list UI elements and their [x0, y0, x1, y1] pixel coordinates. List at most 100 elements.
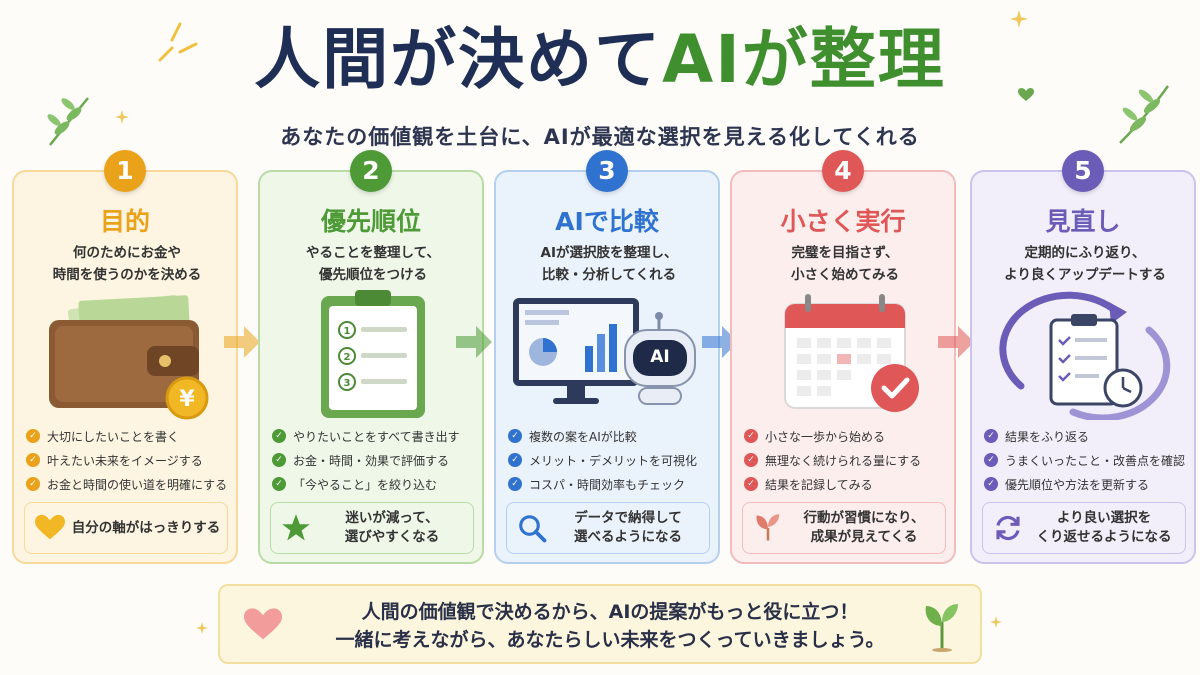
title-part1: 人間が決めて: [254, 21, 663, 98]
wallet-yen-icon: ¥: [27, 290, 227, 420]
check-icon: ✓: [744, 477, 758, 491]
step-title: 目的: [99, 207, 150, 236]
step-checklist: ✓ 複数の案をAIが比較 ✓メリット・デメリットを可視化 ✓ コスパ・時間効率もチェック: [508, 424, 720, 496]
step-result-line: くり返せるようになる: [1036, 529, 1172, 545]
next-arrow-icon: [702, 326, 738, 358]
next-arrow-icon: [224, 326, 260, 358]
checklist-text: お金・時間・効果で評価する: [293, 453, 450, 468]
checklist-text: 結果を記録してみる: [765, 477, 873, 492]
checklist-text: 複数の案をAIが比較: [529, 429, 637, 444]
checklist-item: ✓ やりたいことをすべて書き出す: [272, 424, 484, 448]
sprout-icon: [925, 604, 958, 652]
step-description-line: 優先順位をつける: [319, 267, 427, 283]
step-result-text: 迷いが減って、選びやすくなる: [311, 509, 473, 547]
sparkle-star-bottom-left-icon: [196, 622, 208, 634]
step-result: より良い選択をくり返せるようになる: [982, 502, 1186, 554]
banner-message: 人間の価値観で決めるから、AIの提案がもっと役に立つ！ 一緒に考えながら、あなた…: [310, 598, 910, 654]
checklist-text: 「今やること」を絞り込む: [293, 477, 438, 492]
step-card-purpose: 目的何のためにお金や時間を使うのかを決める¥✓大切にしたいことを書く✓叶えたい未…: [12, 170, 238, 564]
step-description-line: AIが選択肢を整理し、: [540, 245, 678, 261]
cycle-clipboard-clock-icon: [985, 290, 1185, 422]
sparkle-lines-left-icon: [158, 22, 198, 62]
svg-text:1: 1: [344, 326, 351, 337]
calendar-check-icon: [745, 290, 945, 420]
small-heart-icon: [1018, 88, 1034, 101]
checklist-text: 小さな一歩から始める: [765, 429, 886, 444]
check-icon: ✓: [508, 429, 522, 443]
next-arrow-icon: [456, 326, 492, 358]
step-description-line: 完璧を目指さず、: [791, 245, 899, 261]
check-icon: ✓: [508, 477, 522, 491]
sparkle-star-right-icon: [1010, 10, 1028, 28]
checklist-item: ✓小さな一歩から始める: [744, 424, 956, 448]
title-part2: AIが整理: [662, 21, 946, 98]
magnifier-icon: [517, 513, 547, 543]
check-icon: ✓: [26, 429, 40, 443]
step-title: AIで比較: [555, 207, 659, 236]
step-result: 迷いが減って、選びやすくなる: [270, 502, 474, 554]
step-description: 完璧を目指さず、小さく始めてみる: [740, 242, 950, 286]
bottom-banner: 人間の価値観で決めるから、AIの提案がもっと役に立つ！ 一緒に考えながら、あなた…: [218, 584, 982, 664]
step-result-line: 選べるようになる: [574, 529, 682, 545]
heart-icon: [35, 513, 65, 543]
checklist-text: コスパ・時間効率もチェック: [529, 477, 686, 492]
step-description-line: より良くアップデートする: [1004, 267, 1166, 283]
checklist-item: ✓ お金・時間・効果で評価する: [272, 448, 484, 472]
check-icon: ✓: [984, 429, 998, 443]
step-description-line: 小さく始めてみる: [791, 267, 899, 283]
sparkle-star-bottom-right-icon: [990, 616, 1002, 628]
svg-text:3: 3: [344, 378, 351, 389]
step-result-line: 行動が習慣になり、: [803, 510, 925, 526]
check-icon: ✓: [272, 429, 286, 443]
step-description-line: 定期的にふり返り、: [1024, 245, 1146, 261]
checklist-item: ✓お金と時間の使い道を明確にする: [26, 472, 238, 496]
checklist-item: ✓メリット・デメリットを可視化: [508, 448, 720, 472]
checklist-text: お金と時間の使い道を明確にする: [47, 477, 228, 492]
checklist-item: ✓「今やること」を絞り込む: [272, 472, 484, 496]
page-title: 人間が決めてAIが整理: [0, 14, 1200, 106]
step-result-line: より良い選択を: [1056, 510, 1152, 526]
robot-label: AI: [650, 347, 670, 367]
checklist-text: メリット・デメリットを可視化: [529, 453, 698, 468]
right-leaf-icon: [1119, 85, 1170, 144]
checklist-item: ✓ 優先順位や方法を更新する: [984, 472, 1196, 496]
check-icon: ✓: [272, 453, 286, 467]
step-result-line: 迷いが減って、: [345, 510, 439, 526]
step-title: 小さく実行: [780, 207, 906, 236]
step-checklist: ✓ やりたいことをすべて書き出す ✓ お金・時間・効果で評価する ✓「今やること」を絞り…: [272, 424, 484, 496]
checklist-text: 叶えたい未来をイメージする: [47, 453, 203, 468]
sprout-icon: [753, 513, 783, 543]
step-checklist: ✓小さな一歩から始める✓無理なく続けられる量にする✓結果を記録してみる: [744, 424, 956, 496]
checklist-item: ✓ 叶えたい未来をイメージする: [26, 448, 238, 472]
checklist-text: 優先順位や方法を更新する: [1005, 477, 1150, 492]
check-icon: ✓: [26, 453, 40, 467]
checklist-text: やりたいことをすべて書き出す: [293, 429, 460, 444]
step-number-badge: 3: [586, 150, 628, 192]
step-card-review: 見直し定期的にふり返り、より良くアップデートする✓結果をふり返る✓うまくいったこ…: [970, 170, 1196, 564]
checklist-text: うまくいったこと・改善点を確認: [1005, 453, 1186, 468]
step-result: 自分の軸がはっきりする: [24, 502, 228, 554]
step-title: 優先順位: [320, 207, 421, 236]
heart-icon: [244, 608, 282, 640]
page-subtitle: あなたの価値観を土台に、AIが最適な選択を見える化してくれる: [280, 125, 920, 149]
step-number-badge: 5: [1062, 150, 1104, 192]
step-result-line: 成果が見えてくる: [810, 529, 918, 545]
banner-line1: 人間の価値観で決めるから、AIの提案がもっと役に立つ！: [361, 601, 859, 623]
checklist-text: 大切にしたいことを書く: [47, 429, 180, 444]
step-title: 見直し: [1045, 207, 1121, 236]
check-icon: ✓: [984, 477, 998, 491]
checklist-item: ✓ 大切にしたいことを書く: [26, 424, 238, 448]
checklist-item: ✓無理なく続けられる量にする: [744, 448, 956, 472]
step-number-badge: 1: [104, 150, 146, 192]
refresh-icon: [993, 513, 1023, 543]
step-result: データで納得して選べるようになる: [506, 502, 710, 554]
step-description-line: やることを整理して、: [306, 245, 440, 261]
step-result-text: 行動が習慣になり、成果が見えてくる: [783, 509, 945, 547]
star-icon: [281, 513, 311, 543]
step-result: 行動が習慣になり、成果が見えてくる: [742, 502, 946, 554]
banner-line2: 一緒に考えながら、あなたらしい未来をつくっていきましょう。: [335, 629, 885, 651]
check-icon: ✓: [744, 453, 758, 467]
